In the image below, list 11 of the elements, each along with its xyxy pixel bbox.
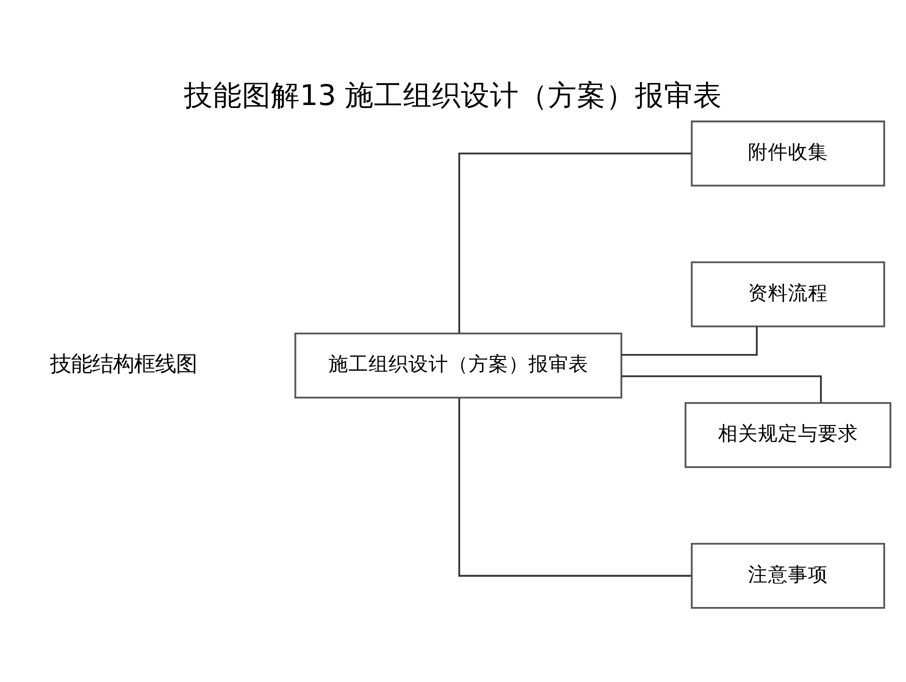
label: 技能结构框线图 [50, 352, 197, 377]
connector [622, 374, 822, 402]
node-box: 附件收集 [690, 120, 886, 186]
node-box: 资料流程 [690, 260, 886, 327]
connector [622, 326, 758, 356]
node-box: 注意事项 [690, 542, 886, 608]
connector [458, 152, 692, 333]
diagram-title: 技能图解13 施工组织设计（方案）报审表 [184, 78, 722, 112]
connector [458, 397, 692, 576]
node-box: 施工组织设计（方案）报审表 [294, 332, 622, 398]
node-box: 相关规定与要求 [684, 402, 892, 468]
